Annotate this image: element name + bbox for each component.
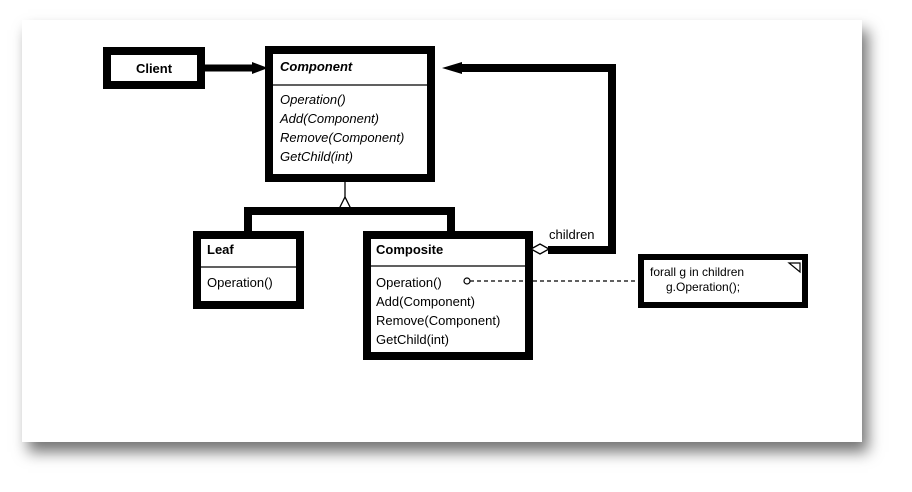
leaf-class: Leaf Operation() <box>193 231 304 309</box>
composite-remove: Remove(Component) <box>376 313 500 328</box>
client-class: Client <box>103 47 205 89</box>
composite-name: Composite <box>376 242 443 257</box>
children-aggregation: children <box>442 62 616 255</box>
note-link <box>463 277 641 285</box>
note-link-anchor-icon <box>463 277 471 285</box>
component-remove: Remove(Component) <box>280 130 404 145</box>
inheritance-relation <box>244 178 455 235</box>
leaf-operation: Operation() <box>207 275 273 290</box>
composite-class: Composite Operation() Add(Component) Rem… <box>363 231 533 360</box>
composite-add: Add(Component) <box>376 294 475 309</box>
component-operation: Operation() <box>280 92 346 107</box>
component-getchild: GetChild(int) <box>280 149 353 164</box>
note-box <box>638 254 808 308</box>
component-class: Component Operation() Add(Component) Rem… <box>265 46 435 182</box>
client-component-association <box>201 62 268 74</box>
leaf-name: Leaf <box>207 242 234 257</box>
operation-note: forall g in children g.Operation(); <box>638 254 808 308</box>
client-association-arrow-icon <box>252 62 268 74</box>
aggregation-arrow-icon <box>442 62 462 74</box>
children-label: children <box>549 227 595 242</box>
note-line-1: forall g in children <box>650 265 744 279</box>
note-folded-corner-icon <box>787 262 801 274</box>
client-name: Client <box>136 61 173 76</box>
component-box <box>265 46 435 182</box>
component-name: Component <box>280 59 353 74</box>
leaf-box <box>193 231 304 309</box>
composite-operation: Operation() <box>376 275 442 290</box>
component-add: Add(Component) <box>279 111 379 126</box>
composite-getchild: GetChild(int) <box>376 332 449 347</box>
composite-box <box>363 231 533 360</box>
aggregation-line <box>460 64 616 254</box>
note-line-2: g.Operation(); <box>666 280 740 294</box>
aggregation-diamond-icon <box>529 243 551 255</box>
inheritance-bar <box>244 207 455 235</box>
